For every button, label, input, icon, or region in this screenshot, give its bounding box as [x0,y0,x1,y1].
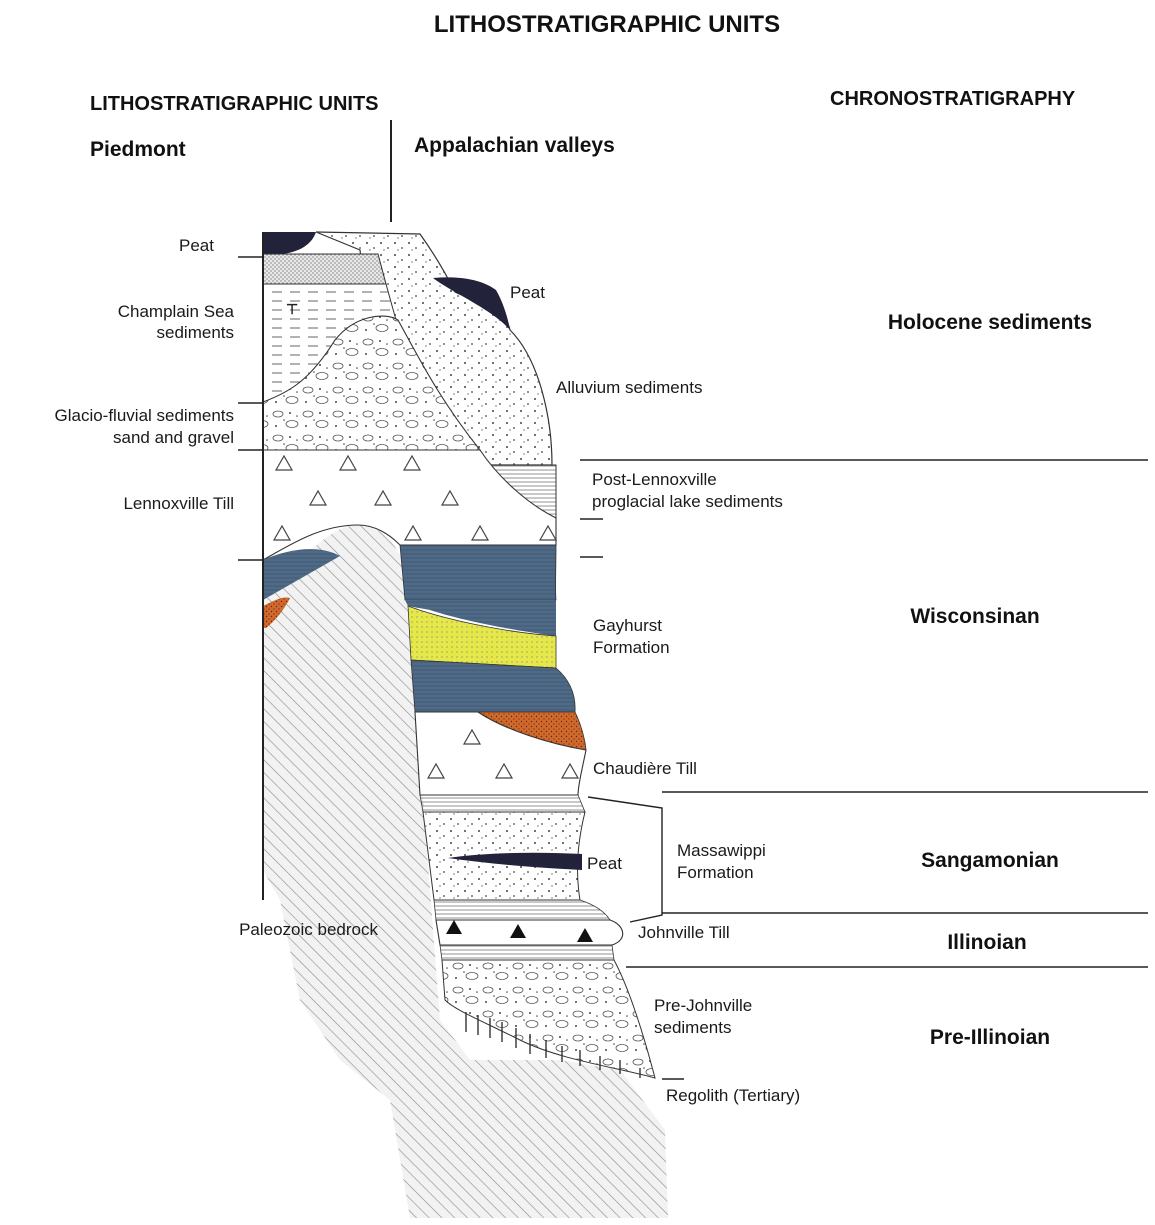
johnville-lines [440,945,614,960]
label-champlain-2: sediments [157,323,234,342]
chrono-preillinoian: Pre-Illinoian [930,1026,1050,1049]
label-johnville: Johnville Till [638,923,730,942]
label-chaudiere: Chaudière Till [593,759,697,778]
label-paleozoic: Paleozoic bedrock [239,920,378,939]
chrono-boundaries [580,460,1148,967]
label-massawippi-1: Massawippi [677,841,766,860]
label-lennoxville: Lennoxville Till [123,494,234,513]
header-litho: LITHOSTRATIGRAPHIC UNITS [90,93,379,115]
label-glacio-1: Glacio-fluvial sediments [54,406,234,425]
chrono-illinoian: Illinoian [947,931,1026,954]
label-peat-left: Peat [179,236,214,255]
label-regolith: Regolith (Tertiary) [666,1086,800,1105]
left-tick-marks [238,257,263,560]
peat-top-left-shape [263,232,316,254]
massawippi-lines-bottom [434,900,610,920]
johnville-till-shape [436,920,623,945]
label-massawippi-2: Formation [677,863,754,882]
fossil-symbol: ⊤ [286,301,298,317]
label-alluvium: Alluvium sediments [556,378,702,397]
diagram-title: LITHOSTRATIGRAPHIC UNITS [434,11,780,38]
header-piedmont: Piedmont [90,138,186,161]
chrono-wisconsinan: Wisconsinan [910,605,1039,628]
label-glacio-2: sand and gravel [113,428,234,447]
label-prejohn-1: Pre-Johnville [654,996,752,1015]
label-gayhurst-2: Formation [593,638,670,657]
chrono-sangamonian: Sangamonian [921,849,1059,872]
chrono-holocene: Holocene sediments [888,311,1092,334]
gayhurst-blue-upper-shape [400,545,556,600]
stipple-band-shape [263,254,386,284]
label-post-lennoxville-1: Post-Lennoxville [592,470,717,489]
header-chrono: CHRONOSTRATIGRAPHY [830,88,1076,110]
header-appalachian: Appalachian valleys [414,134,615,157]
label-champlain-1: Champlain Sea [118,302,235,321]
label-post-lennoxville-2: proglacial lake sediments [592,492,783,511]
label-peat-top: Peat [510,283,545,302]
gayhurst-blue-lower-shape [411,660,575,712]
label-prejohn-2: sediments [654,1018,731,1037]
massawippi-lines-top [420,795,585,812]
label-peat-mid: Peat [587,854,622,873]
label-gayhurst-1: Gayhurst [593,616,662,635]
